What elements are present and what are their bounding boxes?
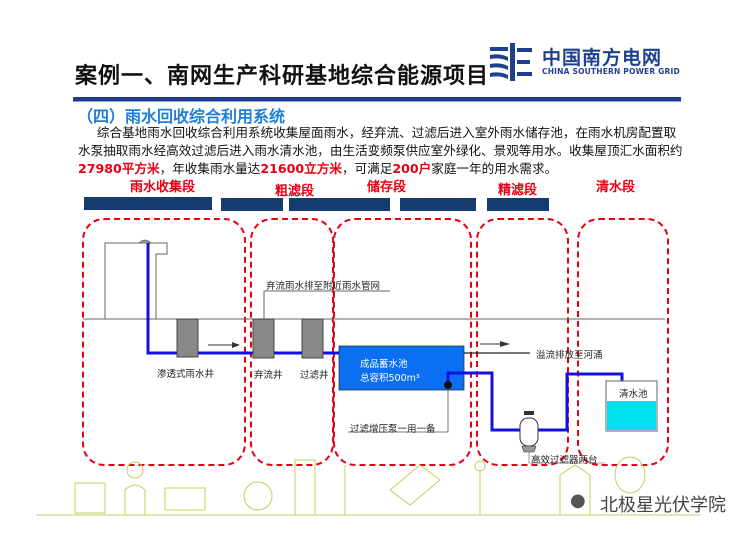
logo-name-cn: 中国南方电网 [542, 47, 663, 69]
storage-tank [338, 345, 465, 391]
infiltration-well [176, 318, 199, 358]
clear-water-level [607, 401, 656, 430]
roof-drain-icon [138, 239, 152, 244]
footer-watermark: 北极星光伏学院 [600, 495, 726, 516]
diversion-well [252, 318, 275, 359]
stage-bar-collection [84, 197, 212, 210]
label-storage-tank-2: 总容积500m³ [360, 373, 420, 384]
highlight-volume: 21600立方米 [260, 161, 342, 176]
zone-storage [333, 218, 472, 466]
stage-label-storage: 储存段 [367, 180, 407, 195]
header-divider [73, 97, 681, 102]
building-outline [104, 242, 168, 319]
filter-outlet-pipe [538, 372, 624, 432]
highlight-households: 200户 [392, 161, 432, 176]
paragraph-text-2: ，年收集雨水量达 [159, 161, 261, 176]
stage-label-collection: 雨水收集段 [130, 180, 196, 195]
stage-bar-fine-filter [400, 198, 476, 211]
china-southern-grid-logo-icon [490, 43, 532, 81]
paragraph-text-4: 家庭一年的用水需求。 [431, 161, 558, 176]
paragraph-text-3: ，可满足 [341, 161, 393, 176]
wechat-icon: ● [570, 490, 586, 511]
footer-lineart [36, 456, 700, 516]
filter-well [301, 318, 324, 359]
paragraph-text-1: 综合基地雨水回收综合利用系统收集屋面雨水，经弃流、过滤后进入室外雨水储存池，在雨… [78, 125, 683, 158]
label-infiltration-well: 渗透式雨水井 [157, 369, 215, 380]
zone-collection [82, 218, 246, 466]
filter-label-leader [528, 452, 605, 464]
label-booster-pump: 过滤增压泵一用一备 [350, 424, 436, 435]
stage-bar-storage [289, 198, 390, 211]
stage-label-clear-water: 清水段 [596, 180, 636, 195]
stage-label-coarse-filter: 粗滤段 [275, 184, 315, 199]
diversion-drain-line [263, 290, 390, 319]
highlight-area: 27980平方米 [78, 161, 160, 176]
stage-label-fine-filter: 精滤段 [498, 183, 538, 198]
flow-arrow-2-head [500, 341, 510, 347]
flow-arrow-1-head [232, 342, 240, 348]
pump-icon [444, 381, 452, 389]
stage-bar-coarse-filter [221, 198, 283, 211]
section-paragraph: 综合基地雨水回收综合利用系统收集屋面雨水，经弃流、过滤后进入室外雨水储存池，在雨… [78, 124, 688, 178]
collection-pipe [146, 243, 339, 355]
zone-fine-filter [476, 218, 569, 466]
label-storage-tank-1: 成品蓄水池 [360, 359, 408, 370]
label-diversion-drain: 弃流雨水排至附近雨水管网 [266, 281, 381, 292]
label-clear-tank: 清水池 [619, 389, 648, 400]
label-overflow: 溢流排放至河涌 [536, 350, 603, 361]
pump-pipe [446, 371, 520, 432]
logo-name-en: CHINA SOUTHERN POWER GRID [542, 67, 680, 76]
label-diversion-well: 弃流井 [254, 370, 283, 381]
pump-label-leader [348, 388, 449, 433]
label-filter-well: 过滤井 [300, 370, 329, 381]
stage-bar-clear-water [487, 198, 549, 211]
section-subtitle: （四）雨水回收综合利用系统 [77, 107, 286, 126]
page-title: 案例一、南网生产科研基地综合能源项目 [75, 64, 490, 89]
hi-eff-filter-icon [519, 417, 539, 447]
zone-clear-water [577, 218, 669, 466]
label-hi-eff-filter: 高效过滤器两台 [531, 455, 598, 466]
